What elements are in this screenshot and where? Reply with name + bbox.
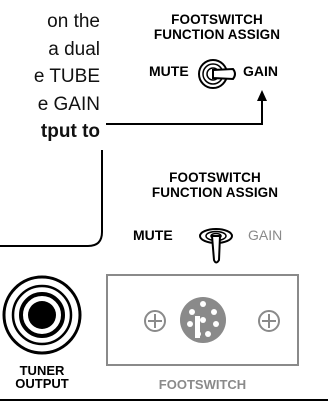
toggle-switch-top-icon[interactable] <box>196 56 236 92</box>
body-line-5: tput to <box>40 121 100 142</box>
footswitch-assign-top-title-2: FUNCTION ASSIGN <box>153 27 281 42</box>
tuner-output-label-2: OUTPUT <box>15 376 69 391</box>
footswitch-assign-top-gain-label: GAIN <box>243 63 278 79</box>
din-connector-icon[interactable] <box>178 290 228 350</box>
tuner-output-jack-icon[interactable] <box>0 275 82 355</box>
footswitch-assign-top-mute-label: MUTE <box>149 63 189 79</box>
footswitch-assign-bottom-gain-label: GAIN <box>248 227 283 243</box>
screw-left-icon <box>144 310 166 332</box>
toggle-switch-bottom-icon[interactable] <box>194 218 238 268</box>
tuner-output-label-1: TUNER <box>19 363 65 378</box>
footswitch-jack-label: FOOTSWITCH <box>158 377 247 392</box>
body-line-3: e TUBE <box>33 66 100 87</box>
footswitch-assign-bottom-title-1: FOOTSWITCH <box>169 170 261 185</box>
screw-right-icon <box>258 310 280 332</box>
footswitch-assign-bottom-mute-label: MUTE <box>133 227 173 243</box>
body-line-4: e GAIN <box>37 94 100 115</box>
footswitch-panel-frame <box>106 274 299 366</box>
bottom-divider <box>0 399 328 401</box>
body-line-1: on the <box>47 11 100 32</box>
footswitch-assign-top-title-1: FOOTSWITCH <box>171 12 263 27</box>
footswitch-assign-bottom-title-2: FUNCTION ASSIGN <box>151 185 279 200</box>
body-line-2: a dual <box>48 39 100 60</box>
